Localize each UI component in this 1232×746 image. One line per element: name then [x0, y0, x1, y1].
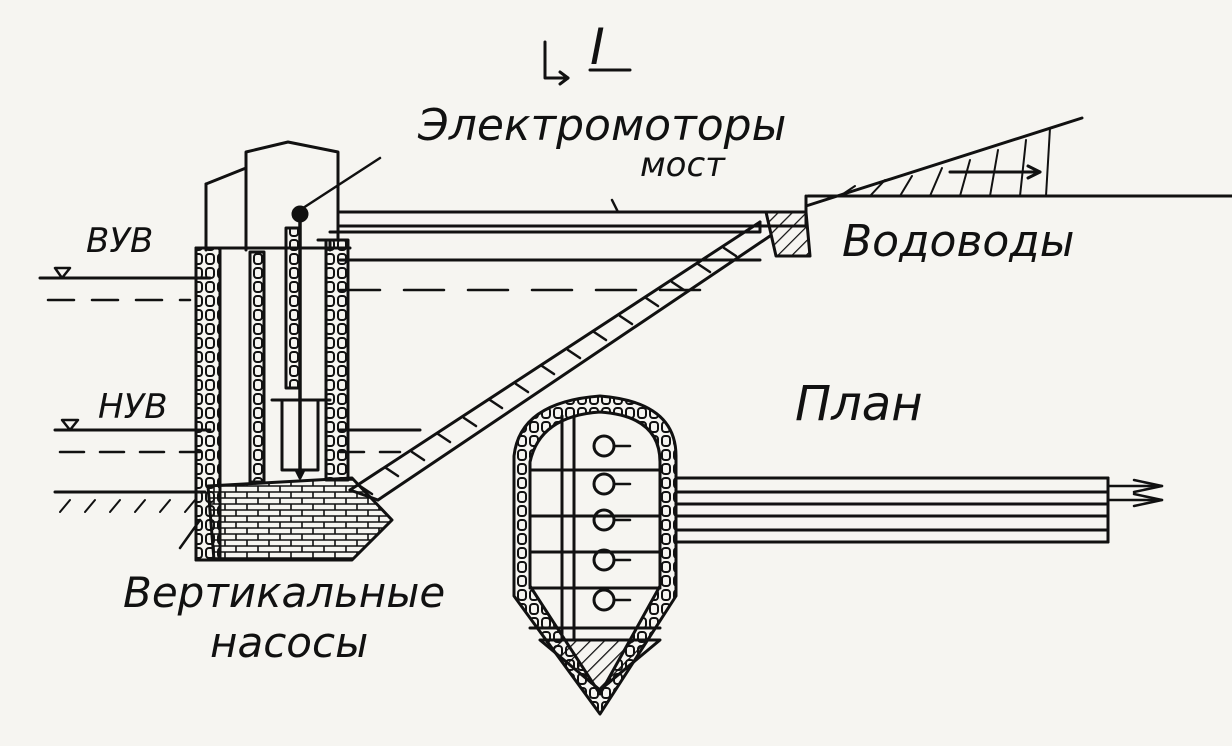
pumping-station-tower [194, 140, 382, 562]
label-lower-water-level: НУВ [98, 387, 168, 427]
label-upper-water-level: ВУВ [86, 221, 154, 261]
label-electric-motors: Электромоторы [418, 100, 787, 151]
section-mark-bracket [543, 40, 632, 86]
bridge [338, 194, 808, 228]
plan-water-pipes [674, 476, 1164, 544]
pump-pipe-connection [316, 220, 762, 252]
lower-water-level-lines [53, 418, 422, 454]
label-pumps: насосы [210, 618, 369, 667]
label-plan: План [795, 376, 923, 432]
upper-water-level-lines [38, 258, 762, 302]
bridge-abutment [764, 210, 812, 258]
label-vertical: Вертикальные [123, 568, 446, 617]
ground-line [53, 490, 207, 513]
plan-view [512, 394, 1164, 716]
plan-pumps [592, 434, 632, 612]
embankment-slope [348, 220, 772, 502]
section-mark: I [590, 18, 605, 76]
label-bridge: мост [640, 145, 725, 185]
upper-terrain-slope [804, 116, 1232, 208]
label-water-pipes: Водоводы [842, 216, 1075, 267]
station-foundation [178, 476, 394, 562]
